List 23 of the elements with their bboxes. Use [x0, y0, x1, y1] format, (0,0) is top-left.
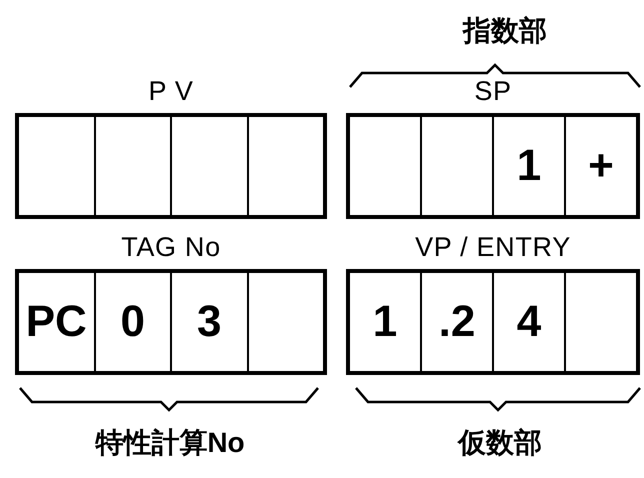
display-heading: VP / ENTRY — [415, 234, 571, 261]
bracket-label: 仮数部 — [458, 426, 542, 460]
empty-display-cell — [248, 116, 324, 216]
display-digit-cell: PC — [18, 272, 94, 372]
empty-display-cell — [565, 272, 637, 372]
display-digit-cell: 0 — [94, 272, 171, 372]
display-digit-cell: + — [565, 116, 637, 216]
display-digit-cell: .2 — [421, 272, 493, 372]
display-heading: TAG No — [121, 234, 221, 261]
bracket-label: 特性計算No — [95, 426, 245, 460]
display-digit-cell: 4 — [493, 272, 565, 372]
empty-display-cell — [349, 116, 421, 216]
empty-display-cell — [18, 116, 94, 216]
display-heading: P V — [148, 78, 194, 105]
bracket-label: 指数部 — [463, 14, 547, 48]
display-digit-cell: 1 — [493, 116, 565, 216]
empty-display-cell — [94, 116, 171, 216]
empty-display-cell — [421, 116, 493, 216]
empty-display-cell — [171, 116, 248, 216]
display-digit-cell: 3 — [171, 272, 248, 372]
empty-display-cell — [248, 272, 324, 372]
display-digit-cell: 1 — [349, 272, 421, 372]
display-heading: SP — [474, 78, 512, 105]
